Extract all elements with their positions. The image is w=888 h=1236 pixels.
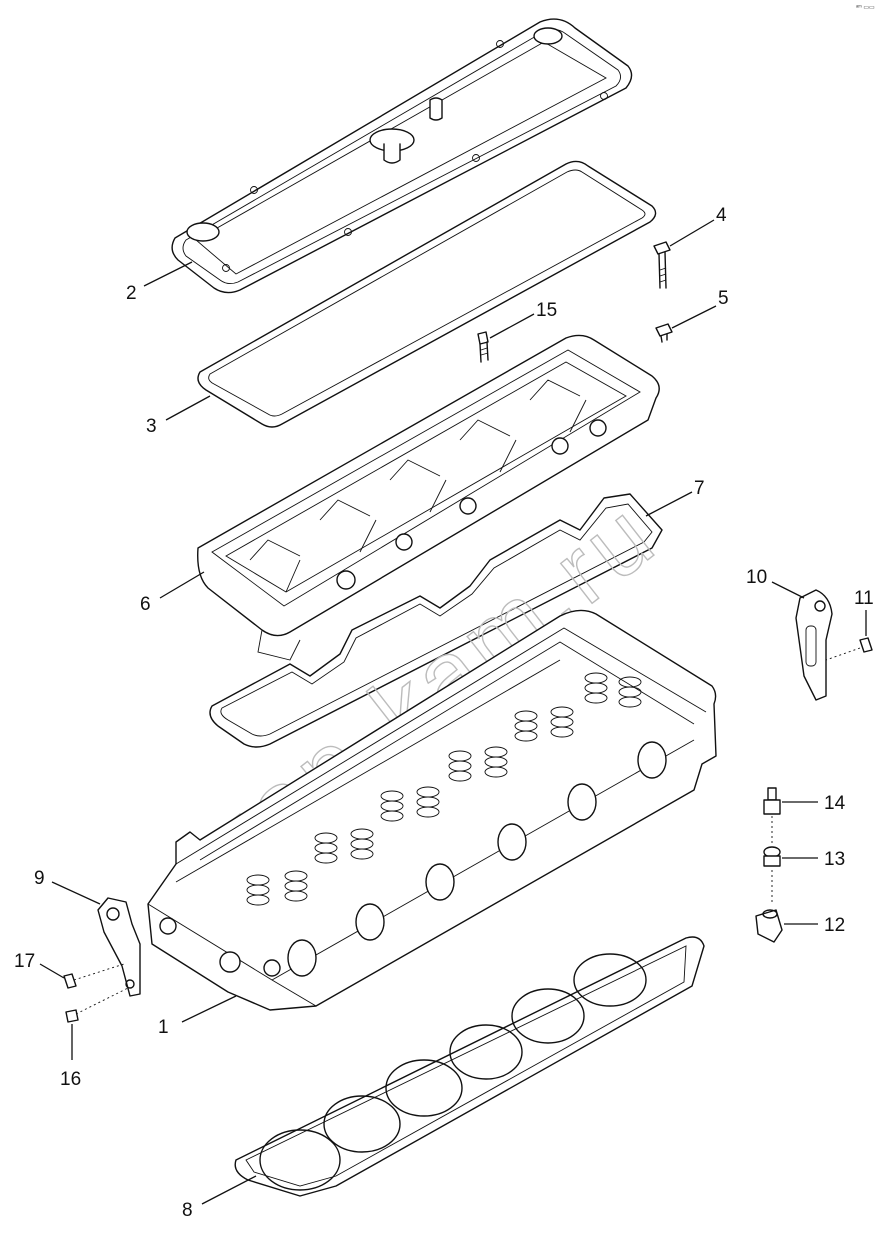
svg-text:7: 7 (694, 478, 705, 499)
callout-9: 9 (34, 868, 101, 905)
callout-3: 3 (146, 395, 211, 437)
fitting-12 (755, 909, 783, 943)
svg-text:15: 15 (536, 300, 557, 321)
cylinder-head (147, 609, 717, 1011)
callout-13: 13 (782, 849, 845, 870)
svg-text:12: 12 (824, 915, 845, 936)
stud-15 (477, 331, 489, 363)
cover-gasket (197, 160, 657, 428)
bolt-4 (653, 241, 671, 289)
corner-mark: ᵃᵐ ▭▭ (856, 5, 875, 11)
callout-17: 17 (14, 951, 65, 979)
callout-2: 2 (126, 261, 193, 304)
svg-text:9: 9 (34, 868, 45, 889)
svg-text:1: 1 (158, 1017, 169, 1038)
callout-10: 10 (746, 567, 805, 599)
bolt-17 (63, 963, 125, 989)
bolt-5 (655, 323, 673, 343)
fitting-13 (763, 846, 781, 902)
callout-7: 7 (645, 478, 705, 517)
callout-4: 4 (669, 205, 727, 247)
svg-text:3: 3 (146, 416, 157, 437)
svg-text:4: 4 (716, 205, 727, 226)
bolt-11 (825, 637, 873, 661)
callout-16: 16 (60, 1024, 81, 1090)
callout-1: 1 (158, 995, 237, 1038)
svg-text:14: 14 (824, 793, 846, 814)
rocker-housing (197, 334, 660, 661)
callout-5: 5 (671, 288, 729, 329)
valve-cover (171, 18, 633, 294)
svg-text:8: 8 (182, 1200, 193, 1221)
svg-text:5: 5 (718, 288, 729, 309)
svg-text:10: 10 (746, 567, 767, 588)
head-gasket (234, 936, 705, 1197)
svg-text:17: 17 (14, 951, 35, 972)
callout-15: 15 (489, 300, 557, 339)
callout-14: 14 (782, 793, 846, 814)
callout-8: 8 (182, 1175, 257, 1221)
callout-12: 12 (784, 915, 845, 936)
callout-11: 11 (854, 588, 874, 636)
bolt-16 (65, 987, 129, 1023)
svg-text:11: 11 (854, 588, 874, 609)
svg-text:13: 13 (824, 849, 845, 870)
bracket-9 (97, 897, 141, 997)
svg-text:16: 16 (60, 1069, 81, 1090)
fitting-14 (763, 787, 781, 846)
callout-6: 6 (140, 571, 205, 615)
bracket-10 (795, 589, 833, 701)
svg-text:6: 6 (140, 594, 151, 615)
housing-gasket (209, 493, 663, 748)
svg-text:2: 2 (126, 283, 137, 304)
